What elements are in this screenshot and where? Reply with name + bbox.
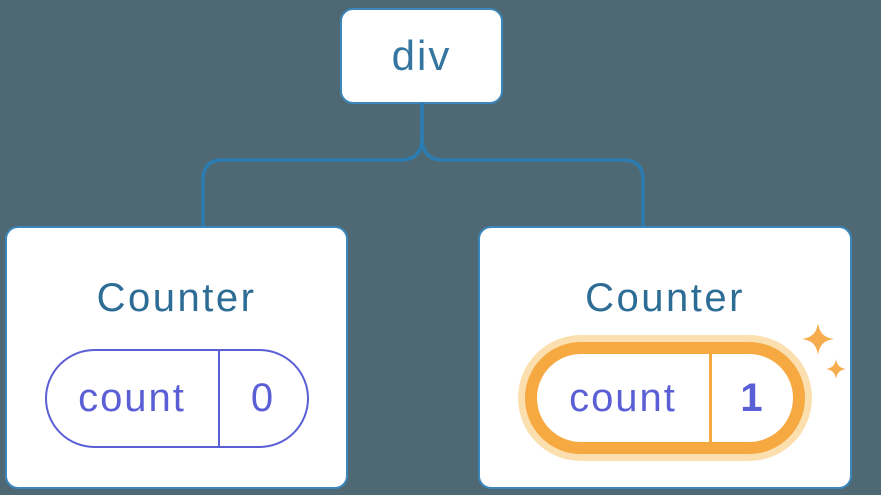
card-title: Counter [96, 276, 257, 320]
pill-divider [709, 354, 712, 442]
root-node-label: div [391, 32, 452, 79]
state-value: 0 [250, 376, 276, 420]
state-value: 1 [740, 375, 765, 420]
state-pill: count 0 [44, 349, 309, 448]
counter-card-1: Counter count 1 [478, 226, 852, 489]
pill-divider [217, 351, 220, 446]
counter-card-0: Counter count 0 [5, 226, 348, 489]
connector-right-branch [420, 103, 645, 227]
state-name: count [569, 375, 677, 420]
card-title: Counter [585, 276, 745, 320]
sparkle-large [802, 323, 834, 355]
state-pill-highlight-glow: count 1 [518, 335, 812, 461]
root-node: div [340, 8, 503, 104]
sparkle-small [826, 359, 846, 379]
state-name: count [78, 376, 186, 420]
connector-left-branch [201, 103, 424, 227]
state-pill-highlighted: count 1 [525, 342, 805, 454]
